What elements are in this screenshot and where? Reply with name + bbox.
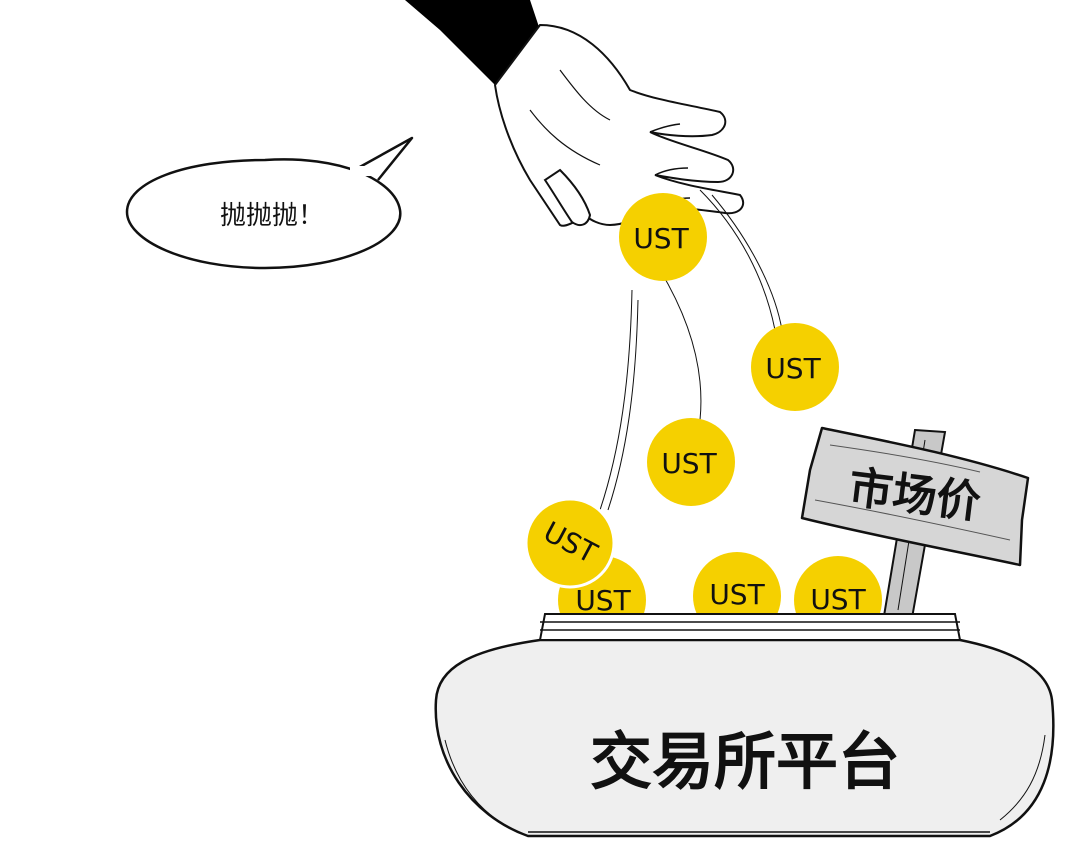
jar-shading xyxy=(444,739,501,823)
jar-rim xyxy=(538,613,962,641)
finger-crease xyxy=(654,167,689,176)
sleeve-shape xyxy=(405,0,540,85)
motion-trail xyxy=(699,189,776,331)
coin-shape xyxy=(647,418,735,506)
jar-body xyxy=(434,638,1055,838)
motion-trail xyxy=(607,299,639,511)
sign-wood-grain xyxy=(829,444,981,473)
coin-shape xyxy=(751,323,839,411)
coin-label: UST xyxy=(661,447,717,480)
speech-bubble: 抛抛抛！ xyxy=(125,136,414,270)
sign-wood-grain xyxy=(814,499,1011,541)
finger-crease xyxy=(649,123,681,133)
thumb-shape xyxy=(543,168,592,227)
hand-illustration xyxy=(405,0,745,227)
coin-label: UST xyxy=(575,584,631,617)
coin-label: UST xyxy=(709,578,765,611)
coin-label: UST xyxy=(633,222,689,255)
jar-label: 交易所平台 xyxy=(590,725,900,798)
price-sign: 市场价 xyxy=(800,426,1030,620)
coin-shape xyxy=(619,193,707,281)
ust-coin: UST xyxy=(751,323,839,411)
ust-coin: UST xyxy=(619,193,707,281)
coins: UST UST UST UST UST UST UST xyxy=(524,193,882,644)
motion-trail xyxy=(711,194,783,331)
jar-shading xyxy=(999,734,1046,821)
motion-trail xyxy=(659,269,702,421)
palm-line xyxy=(529,109,601,166)
speech-bubble-shape xyxy=(125,158,402,270)
coin-label: UST xyxy=(810,583,866,616)
ust-coin: UST xyxy=(524,497,616,589)
palm-line xyxy=(559,69,611,121)
ust-coin: UST xyxy=(647,418,735,506)
motion-trail xyxy=(599,289,633,511)
motion-trails xyxy=(599,189,783,511)
coin-shape xyxy=(524,497,616,589)
sign-board xyxy=(800,426,1030,567)
speech-bubble-text: 抛抛抛！ xyxy=(220,201,324,231)
coin-label: UST xyxy=(765,352,821,385)
exchange-jar: 交易所平台 xyxy=(434,613,1055,838)
